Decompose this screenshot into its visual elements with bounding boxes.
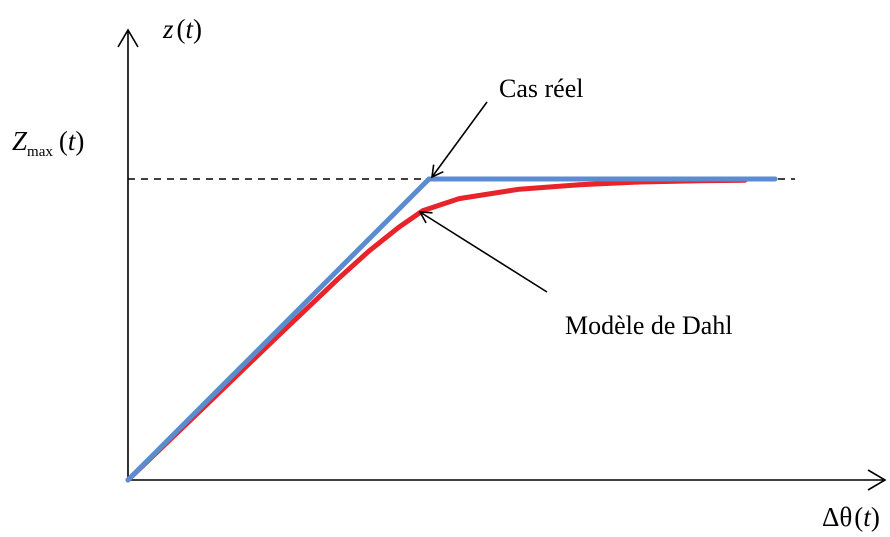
- y-axis-arrowhead: [117, 28, 139, 48]
- annotation-label-dahl-model: Modèle de Dahl: [565, 311, 733, 340]
- y-axis-label: z(t): [162, 14, 202, 44]
- zmax-tick-label: Zmax(t): [12, 126, 84, 160]
- x-axis-arrowhead: [867, 469, 887, 491]
- annotation-arrow-cas-reel: [431, 101, 488, 179]
- series-line-dahl-model: [125, 177, 748, 483]
- x-axis-label: Δθ(t): [822, 502, 880, 532]
- annotation-label-cas-reel: Cas réel: [499, 74, 583, 103]
- annotation-arrow-dahl-model: [418, 211, 548, 293]
- series-line-cas-reel: [125, 176, 778, 483]
